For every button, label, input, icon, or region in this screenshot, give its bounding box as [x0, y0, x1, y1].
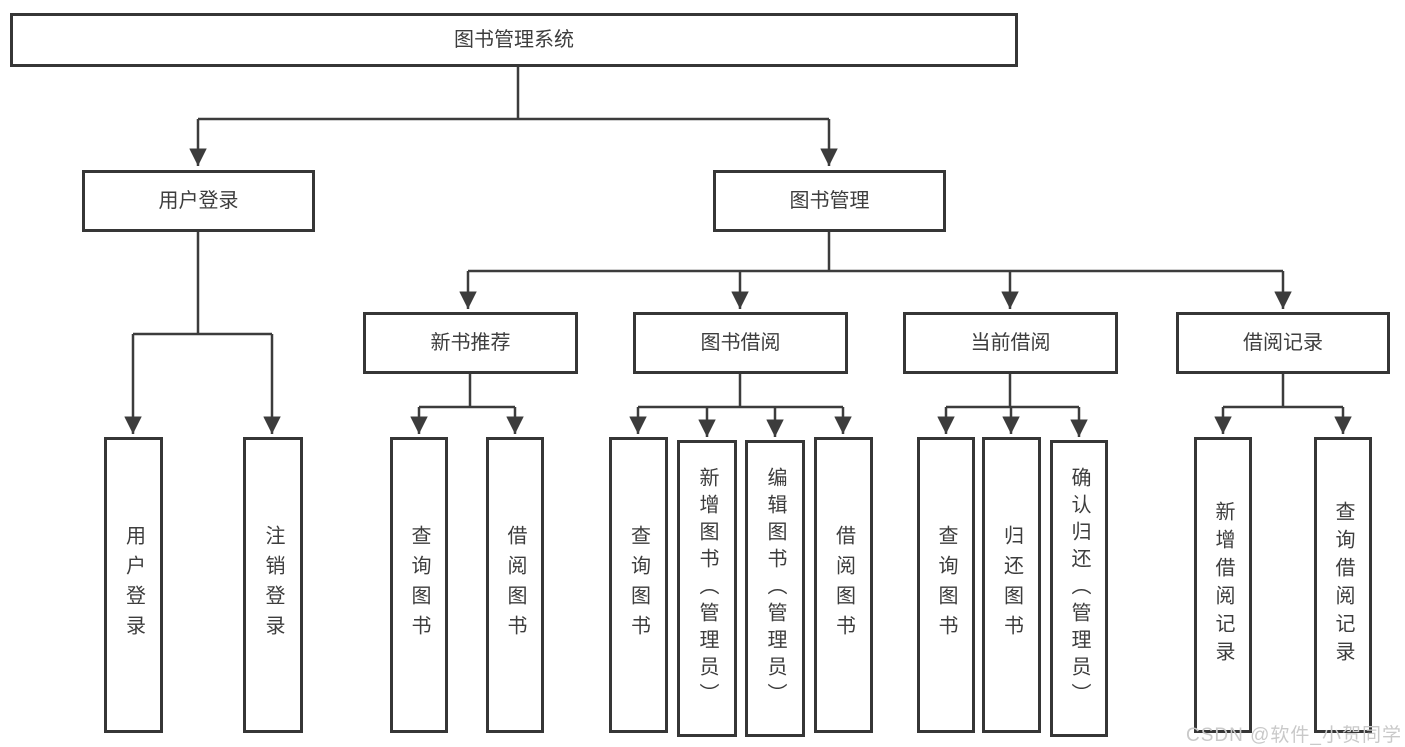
node-borrow-book-borrowing: 借阅图书: [814, 437, 873, 733]
watermark: CSDN @软件_小贺同学: [1186, 725, 1402, 746]
node-edit-book-admin: 编辑图书（管理员）: [745, 440, 805, 737]
node-new-book-recommend: 新书推荐: [363, 312, 578, 374]
node-label: 注销登录: [262, 525, 284, 645]
node-add-book-admin: 新增图书（管理员）: [677, 440, 737, 737]
node-label: 查询图书: [935, 525, 957, 645]
node-label: 归还图书: [1000, 525, 1023, 645]
node-current-borrowing: 当前借阅: [903, 312, 1118, 374]
node-label: 查询借阅记录: [1332, 501, 1354, 669]
node-label: 确认归还（管理员）: [1068, 467, 1090, 710]
node-query-borrow-record: 查询借阅记录: [1314, 437, 1372, 733]
node-confirm-return-admin: 确认归还（管理员）: [1050, 440, 1108, 737]
node-label: 新增借阅记录: [1212, 501, 1234, 669]
node-book-management: 图书管理: [713, 170, 946, 232]
node-library-management-system: 图书管理系统: [10, 13, 1018, 67]
node-borrow-book-recommend: 借阅图书: [486, 437, 544, 733]
node-label: 借阅图书: [832, 525, 855, 645]
node-query-book-borrowing: 查询图书: [609, 437, 668, 733]
node-book-borrowing: 图书借阅: [633, 312, 848, 374]
node-user-login: 用户登录: [82, 170, 315, 232]
node-add-borrow-record: 新增借阅记录: [1194, 437, 1252, 733]
node-label: 用户登录: [122, 525, 145, 645]
node-query-book-recommend: 查询图书: [390, 437, 448, 733]
node-logout: 注销登录: [243, 437, 303, 733]
node-label: 编辑图书（管理员）: [764, 467, 786, 710]
node-label: 查询图书: [408, 525, 430, 645]
node-label: 新增图书（管理员）: [696, 467, 718, 710]
node-label: 借阅图书: [504, 525, 526, 645]
node-user-login-leaf: 用户登录: [104, 437, 163, 733]
node-return-book: 归还图书: [982, 437, 1041, 733]
node-borrowing-records: 借阅记录: [1176, 312, 1390, 374]
node-query-book-current: 查询图书: [917, 437, 975, 733]
node-label: 查询图书: [627, 525, 650, 645]
